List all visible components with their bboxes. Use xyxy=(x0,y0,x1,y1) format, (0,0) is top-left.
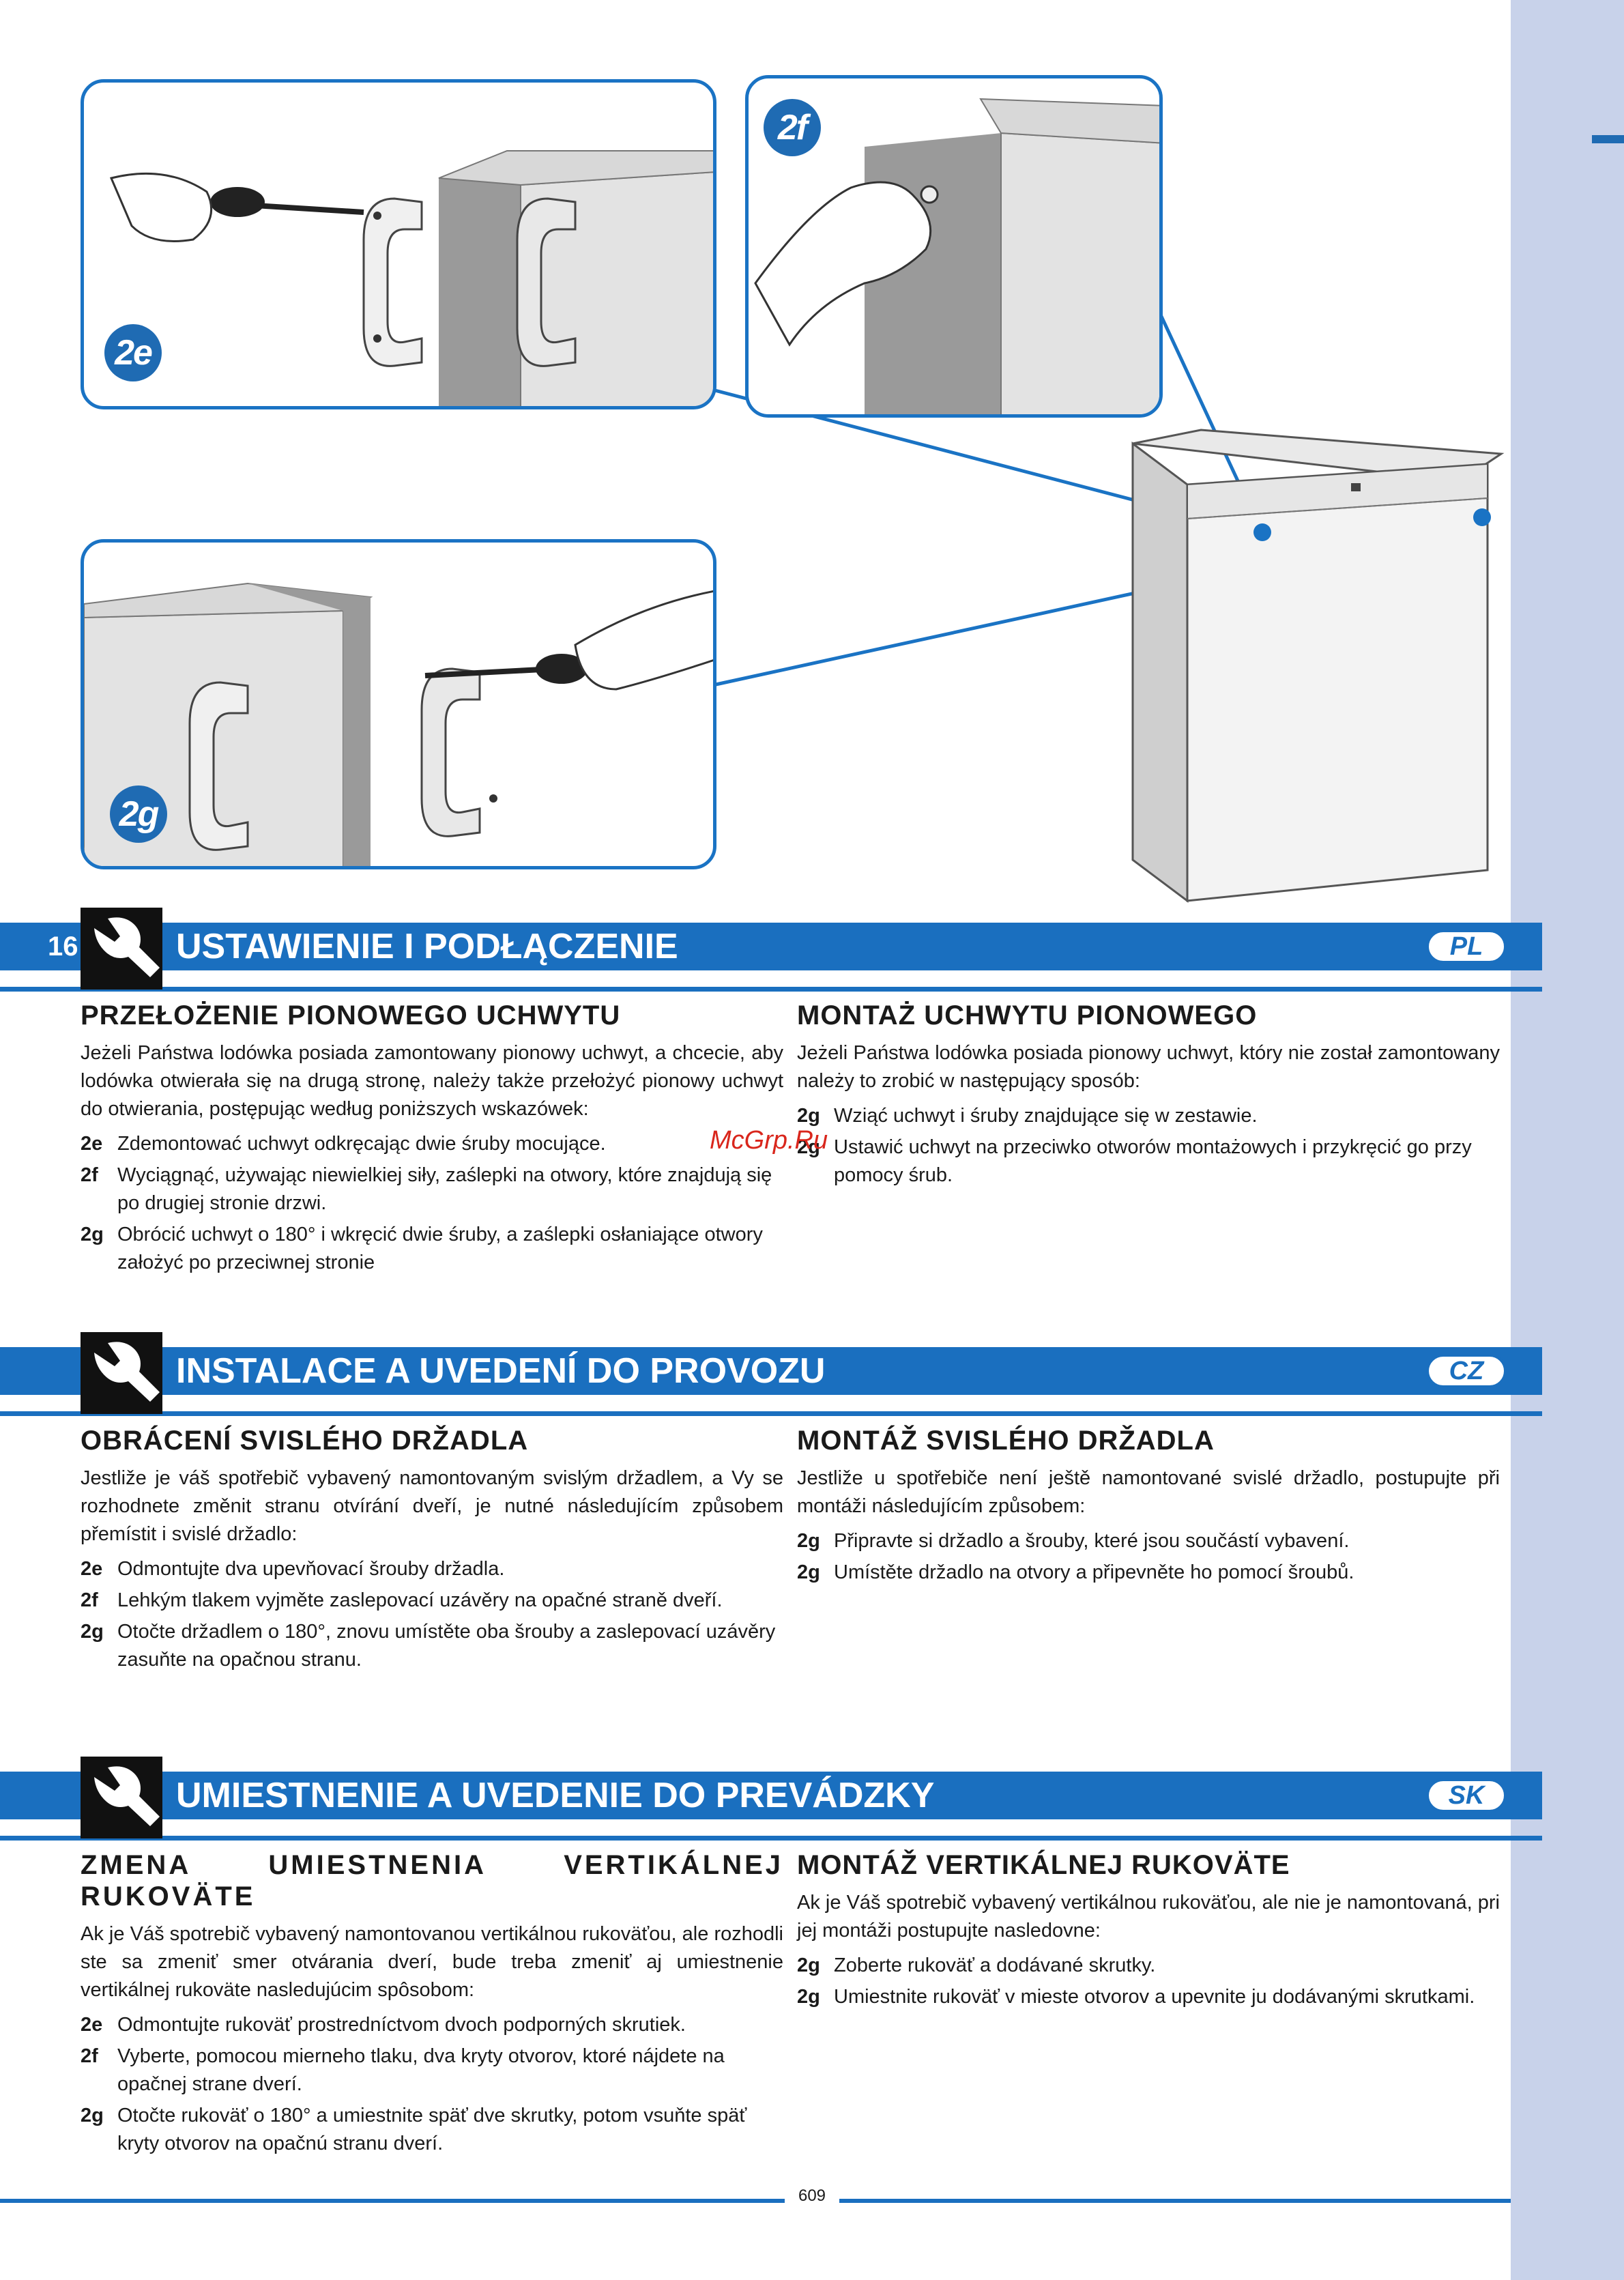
step-item: 2g Obrócić uchwyt o 180° i wkręcić dwie ś… xyxy=(81,1221,783,1277)
plug-removal-illustration xyxy=(754,98,1159,414)
section-bar-cz xyxy=(0,1347,1542,1395)
section-bar-pl xyxy=(0,923,1542,970)
figure-2f-frame: 2f xyxy=(745,75,1163,418)
step-key: 2g xyxy=(81,1621,104,1643)
pl-left-column: PRZEŁOŻENIE PIONOWEGO UCHWYTU Jeżeli Pań… xyxy=(81,1000,783,1280)
step-item: 2g Připravte si držadlo a šrouby, které j… xyxy=(797,1527,1500,1555)
step-item: 2e Zdemontować uchwyt odkręcając dwie śru… xyxy=(81,1130,783,1158)
intro-paragraph: Jeżeli Państwa lodówka posiada pionowy u… xyxy=(797,1042,1500,1092)
sk-right-column: MONTÁŽ VERTIKÁLNEJ RUKOVÄTE Ak je Váš sp… xyxy=(797,1849,1500,2015)
section-rule xyxy=(0,1836,1542,1841)
step-text: Zoberte rukoväť a dodávané skrutky. xyxy=(834,1954,1156,1976)
cz-right-column: MONTÁŽ SVISLÉHO DRŽADLA Jestliže u spotř… xyxy=(797,1425,1500,1590)
step-key: 2f xyxy=(81,2045,98,2067)
wrench-icon xyxy=(81,908,162,990)
step-key: 2g xyxy=(797,1105,820,1127)
connector-dot xyxy=(1473,508,1491,526)
step-item: 2e Odmontujte dva upevňovací šrouby držad… xyxy=(81,1555,783,1583)
subsection-heading: ZMENA UMIESTNENIA VERTIKÁLNEJ RUKOVÄTE xyxy=(81,1850,783,1911)
language-badge: PL xyxy=(1426,929,1507,964)
figure-label-badge: 2g xyxy=(110,785,167,843)
step-text: Připravte si držadlo a šrouby, které jso… xyxy=(834,1530,1350,1552)
figure-label-badge: 2e xyxy=(104,324,162,381)
section-rule xyxy=(0,987,1542,992)
footer-page-number: 609 xyxy=(798,2187,826,2205)
figure-2e-frame: 2e xyxy=(81,79,716,409)
step-text: Otočte rukoväť o 180° a umiestnite späť … xyxy=(117,2105,747,2154)
step-text: Vyberte, pomocou mierneho tlaku, dva kry… xyxy=(117,2045,725,2095)
wrench-icon xyxy=(81,1757,162,1838)
subsection-heading: MONTAŻ UCHWYTU PIONOWEGO xyxy=(797,1000,1258,1030)
step-text: Lehkým tlakem vyjměte zaslepovací uzávěr… xyxy=(117,1589,723,1611)
subsection-heading: MONTÁŽ VERTIKÁLNEJ RUKOVÄTE xyxy=(797,1850,1290,1880)
pl-right-column: MONTAŻ UCHWYTU PIONOWEGO Jeżeli Państwa … xyxy=(797,1000,1500,1193)
step-text: Zdemontować uchwyt odkręcając dwie śruby… xyxy=(117,1133,606,1155)
step-item: 2g Otočte držadlem o 180°, znovu umístěte… xyxy=(81,1618,783,1674)
step-item: 2g Umístěte držadlo na otvory a připevnět… xyxy=(797,1559,1500,1587)
step-text: Odmontujte dva upevňovací šrouby držadla… xyxy=(117,1558,505,1580)
section-rule xyxy=(0,1411,1542,1416)
footer-rule-right xyxy=(839,2199,1511,2203)
intro-paragraph: Ak je Váš spotrebič vybavený namontovano… xyxy=(81,1923,783,2001)
step-key: 2e xyxy=(81,1133,103,1155)
step-item: 2g Zoberte rukoväť a dodávané skrutky. xyxy=(797,1952,1500,1980)
step-text: Otočte držadlem o 180°, znovu umístěte o… xyxy=(117,1621,776,1671)
step-key: 2g xyxy=(797,1530,820,1552)
step-key: 2g xyxy=(81,1224,104,1245)
section-bar-sk xyxy=(0,1772,1542,1819)
subsection-heading: MONTÁŽ SVISLÉHO DRŽADLA xyxy=(797,1426,1215,1456)
step-text: Wyciągnąć, używając niewielkiej siły, za… xyxy=(117,1164,772,1214)
step-text: Ustawić uchwyt na przeciwko otworów mont… xyxy=(834,1136,1472,1186)
step-text: Odmontujte rukoväť prostredníctvom dvoch… xyxy=(117,2014,686,2036)
step-key: 2g xyxy=(81,2105,104,2126)
step-item: 2g Otočte rukoväť o 180° a umiestnite spä… xyxy=(81,2102,783,2158)
sk-left-column: ZMENA UMIESTNENIA VERTIKÁLNEJ RUKOVÄTE A… xyxy=(81,1849,783,2161)
step-item: 2g Wziąć uchwyt i śruby znajdujące się w … xyxy=(797,1102,1500,1130)
step-key: 2g xyxy=(797,1986,820,2008)
intro-paragraph: Jeżeli Państwa lodówka posiada zamontowa… xyxy=(81,1042,783,1120)
step-key: 2e xyxy=(81,1558,103,1580)
step-key: 2g xyxy=(797,1954,820,1976)
step-text: Wziąć uchwyt i śruby znajdujące się w ze… xyxy=(834,1105,1258,1127)
connector-dot xyxy=(1253,523,1271,541)
right-sidebar xyxy=(1511,0,1624,2280)
step-item: 2f Wyciągnąć, używając niewielkiej siły, … xyxy=(81,1161,783,1217)
section-title: UMIESTNENIE A UVEDENIE DO PREVÁDZKY xyxy=(176,1776,935,1815)
sidebar-tab-marker xyxy=(1592,135,1624,143)
step-item: 2g Umiestnite rukoväť v mieste otvorov a … xyxy=(797,1983,1500,2011)
step-text: Obrócić uchwyt o 180° i wkręcić dwie śru… xyxy=(117,1224,763,1273)
step-item: 2f Vyberte, pomocou mierneho tlaku, dva k… xyxy=(81,2043,783,2098)
handle-removal-illustration xyxy=(109,150,713,406)
section-title: INSTALACE A UVEDENÍ DO PROVOZU xyxy=(176,1351,826,1391)
cz-left-column: OBRÁCENÍ SVISLÉHO DRŽADLA Jestliže je vá… xyxy=(81,1425,783,1677)
step-key: 2e xyxy=(81,2014,103,2036)
fridge-illustration xyxy=(1131,429,1505,903)
intro-paragraph: Jestliže je váš spotřebič vybavený namon… xyxy=(81,1467,783,1545)
section-title: USTAWIENIE I PODŁĄCZENIE xyxy=(176,927,678,966)
step-key: 2f xyxy=(81,1164,98,1186)
figure-2g-frame: 2g xyxy=(81,539,716,869)
step-key: 2g xyxy=(797,1136,820,1158)
step-item: 2e Odmontujte rukoväť prostredníctvom dvo… xyxy=(81,2011,783,2039)
language-badge: SK xyxy=(1426,1778,1507,1813)
intro-paragraph: Ak je Váš spotrebič vybavený vertikálnou… xyxy=(797,1892,1500,1942)
intro-paragraph: Jestliže u spotřebiče není ještě namonto… xyxy=(797,1467,1500,1517)
step-key: 2f xyxy=(81,1589,98,1611)
handle-mounting-illustration xyxy=(84,582,713,866)
subsection-heading: PRZEŁOŻENIE PIONOWEGO UCHWYTU xyxy=(81,1000,621,1030)
subsection-heading: OBRÁCENÍ SVISLÉHO DRŽADLA xyxy=(81,1426,529,1456)
step-item: 2g Ustawić uchwyt na przeciwko otworów mo… xyxy=(797,1134,1500,1189)
page-number: 16 xyxy=(48,932,78,962)
step-text: Umiestnite rukoväť v mieste otvorov a up… xyxy=(834,1986,1475,2008)
step-key: 2g xyxy=(797,1561,820,1583)
watermark: McGrp.Ru xyxy=(710,1126,828,1155)
step-item: 2f Lehkým tlakem vyjměte zaslepovací uzáv… xyxy=(81,1587,783,1615)
step-text: Umístěte držadlo na otvory a připevněte … xyxy=(834,1561,1354,1583)
language-badge: CZ xyxy=(1426,1354,1507,1388)
footer-rule-left xyxy=(0,2199,785,2203)
figure-label-badge: 2f xyxy=(764,99,821,156)
wrench-icon xyxy=(81,1332,162,1414)
